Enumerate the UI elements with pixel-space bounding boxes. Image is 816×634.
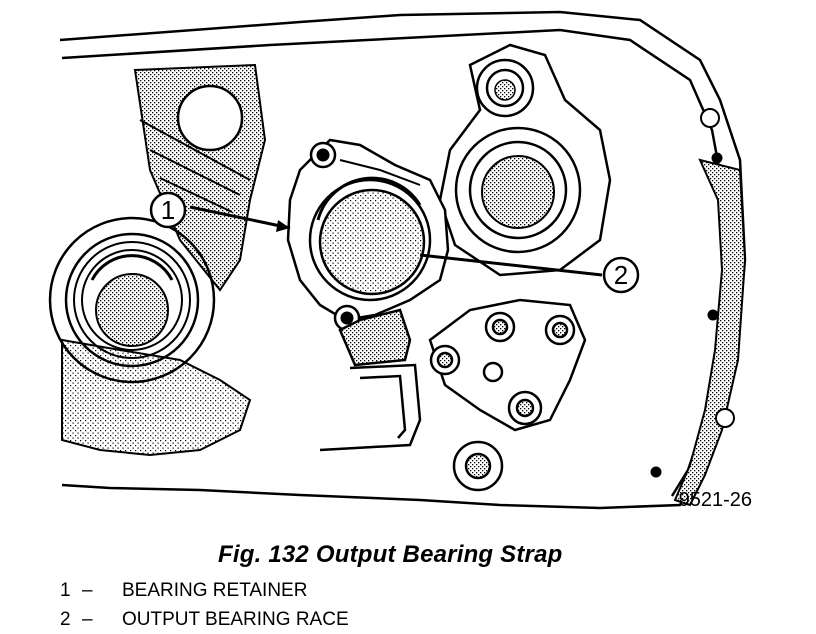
left-bearing-bore [48,216,216,384]
web-rib [139,119,251,213]
callout-2: 2 [419,253,640,294]
strap-tab [319,308,422,452]
legend-item-2: 2– OUTPUT BEARING RACE [60,609,349,631]
valve-body-plate [428,298,587,492]
legend-dash: – [82,609,93,630]
legend-number: 2 [60,609,71,630]
case-flange-shading [673,158,747,507]
figure-caption: Fig. 132 Output Bearing Strap [218,541,563,568]
technical-illustration: 1 2 9521-26 [48,10,752,511]
legend-item-1: 1– BEARING RETAINER [60,580,307,602]
callout-1: 1 [149,191,291,232]
upper-right-bearing-housing [438,43,612,277]
callout-1-number: 1 [161,195,175,225]
legend-dash: – [82,580,93,601]
output-bearing-race [308,176,432,302]
legend-label: OUTPUT BEARING RACE [122,609,349,630]
legend-number: 1 [60,580,71,601]
callout-2-number: 2 [614,260,628,290]
web-bore [176,84,244,152]
legend-label: BEARING RETAINER [122,580,308,601]
case-bolts [650,108,735,478]
lower-housing-shading [61,338,252,457]
figure-id: 9521-26 [679,489,752,511]
